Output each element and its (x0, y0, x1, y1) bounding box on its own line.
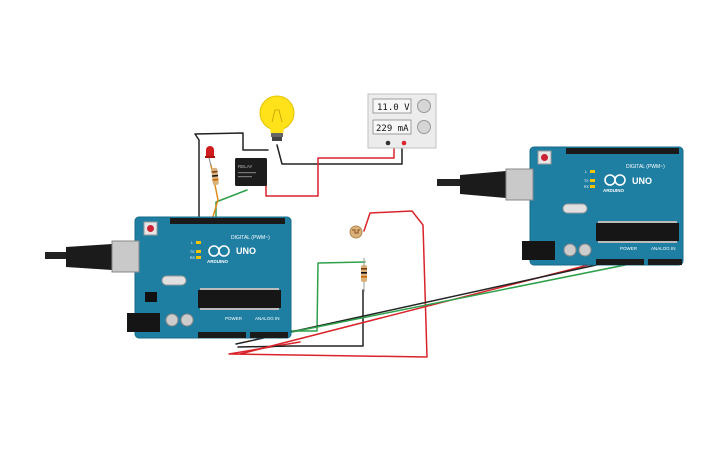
relay[interactable]: RELAY (235, 158, 267, 186)
atmega-chip (198, 290, 281, 308)
model-label: UNO (236, 246, 256, 256)
capacitor-1 (563, 243, 577, 257)
relay-label: RELAY (238, 164, 252, 169)
rx-label: RX (584, 185, 590, 189)
current-readout: 229 mA (376, 124, 409, 134)
analog-header[interactable] (648, 259, 682, 265)
led-tx (590, 179, 595, 182)
capacitor-2 (578, 243, 592, 257)
resistor-band-2 (211, 174, 219, 177)
resistor-band-3 (212, 178, 219, 181)
supply-terminal-black[interactable] (385, 140, 391, 146)
led-dome (206, 146, 214, 157)
resistor-band-1 (211, 170, 218, 173)
usb-cable (45, 252, 69, 259)
tx-label: TX (584, 179, 589, 183)
bulb-filament (271, 109, 283, 123)
arduino-logo (208, 245, 230, 257)
wire-red-ldr-loop[interactable] (228, 210, 428, 358)
led-rx (590, 185, 595, 188)
supply-terminal-red[interactable] (401, 140, 407, 146)
resistor-ldr-band-1 (361, 268, 367, 270)
led-l (196, 241, 201, 244)
led-leg (208, 157, 212, 167)
rx-label: RX (190, 256, 196, 260)
wire-green-divider[interactable] (289, 261, 366, 332)
atmega-chip (596, 223, 679, 241)
wire-green-long[interactable] (291, 261, 641, 333)
usb-connector[interactable] (111, 240, 140, 273)
led-rim (205, 156, 215, 158)
usb-plug (66, 244, 112, 270)
relay-marking-2 (238, 176, 252, 178)
resistor-led[interactable] (211, 167, 219, 186)
tx-label: TX (190, 250, 195, 254)
l-label: L (191, 241, 193, 245)
capacitor-2 (180, 313, 194, 327)
analog-header[interactable] (250, 332, 288, 338)
led[interactable] (205, 146, 215, 167)
bulb-neck (269, 124, 285, 134)
brand-label: ARDUINO (603, 188, 624, 193)
chip-pins-bottom (200, 308, 279, 310)
resistor-ldr-band-2 (361, 272, 367, 274)
current-knob[interactable] (417, 120, 431, 134)
model-label: UNO (632, 176, 652, 186)
crystal (161, 275, 187, 286)
arduino-right[interactable]: DIGITAL (PWM~) UNO ARDUINO TX RX L POWER… (437, 146, 684, 266)
voltage-knob[interactable] (417, 99, 431, 113)
bulb-base (271, 133, 283, 137)
wire-black-lamp-supply[interactable] (276, 142, 403, 165)
led-rx (196, 256, 201, 259)
light-bulb[interactable] (259, 95, 295, 141)
wires (194, 132, 641, 358)
voltage-display (372, 98, 412, 114)
current-display (372, 119, 412, 135)
led-tx (196, 250, 201, 253)
resistor-ldr-band-3 (361, 276, 367, 278)
relay-marking (238, 172, 256, 174)
analog-label: ANALOG IN (651, 246, 676, 251)
arduino-logo (604, 174, 626, 186)
photoresistor[interactable] (349, 225, 363, 239)
voltage-readout: 11.0 V (377, 103, 410, 113)
wire-black-lamp[interactable] (194, 132, 269, 219)
power-header[interactable] (198, 332, 246, 338)
analog-label: ANALOG IN (255, 316, 280, 321)
digital-header[interactable] (566, 148, 679, 154)
l-label: L (585, 170, 587, 174)
ldr-body (349, 225, 363, 239)
chip-pins-top (200, 288, 279, 290)
resistor-ldr[interactable] (361, 258, 367, 292)
brand-label: ARDUINO (207, 259, 228, 264)
power-header[interactable] (596, 259, 644, 265)
digital-label: DIGITAL (PWM~) (626, 164, 665, 170)
chip-pins-top (598, 221, 677, 223)
arduino-left[interactable]: DIGITAL (PWM~) UNO ARDUINO TX RX L POWER… (45, 216, 292, 339)
usb-cable (437, 179, 461, 186)
reset-button-cap (147, 225, 154, 232)
capacitor-1 (165, 313, 179, 327)
digital-header[interactable] (170, 218, 285, 224)
digital-label: DIGITAL (PWM~) (231, 235, 270, 241)
power-label: POWER (225, 316, 243, 321)
wire-red-relay-supply[interactable] (265, 142, 395, 197)
led-l (590, 170, 595, 173)
usb-plug (460, 171, 506, 198)
voltage-regulator (145, 292, 157, 302)
bulb-base-2 (272, 137, 282, 141)
power-jack[interactable] (522, 241, 555, 260)
reset-button-cap (541, 154, 548, 161)
power-label: POWER (620, 246, 638, 251)
ldr-track (352, 229, 360, 234)
usb-connector[interactable] (505, 168, 534, 201)
power-jack[interactable] (127, 313, 160, 332)
chip-pins-bottom (598, 241, 677, 243)
crystal (562, 203, 588, 214)
wire-green-relay[interactable] (215, 189, 248, 221)
power-supply[interactable]: 11.0 V 229 mA (367, 93, 437, 149)
